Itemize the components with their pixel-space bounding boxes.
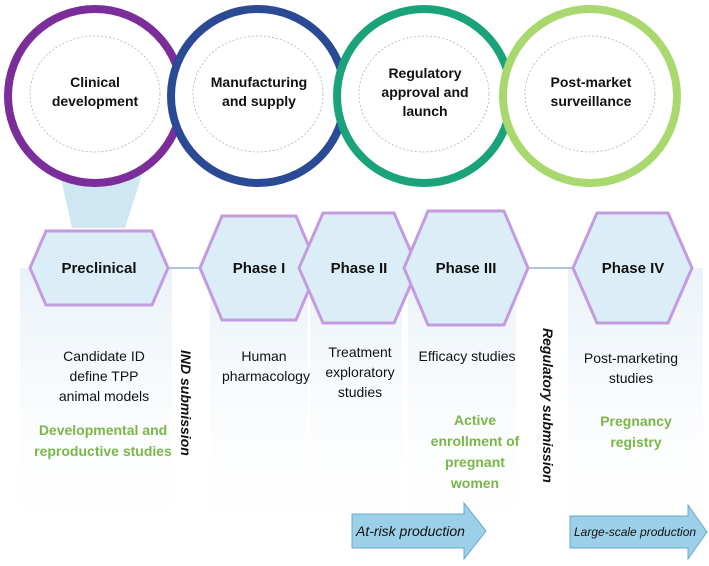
arrow-label-large-scale: Large-scale production [574,525,697,539]
desc-preclinical: Candidate ID define TPP animal models [58,348,150,404]
hex-phase2 [297,211,420,325]
circle-label-manufacturing: Manufacturing and supply [210,74,308,109]
circle-post-market [499,5,681,187]
desc-phase4: Post-marketing studies [583,350,679,386]
highlight-phase3: Active enrollment of pregnant women [430,412,520,491]
arrow-label-at-risk: At-risk production [356,523,465,539]
desc-phase3: Efficacy studies [418,348,516,364]
column-preclinical [20,268,172,558]
phase-label-phase2: Phase II [330,259,388,277]
circle-label-post-market: Post-market surveillance [550,74,632,109]
hex-phase1 [198,214,320,322]
hex-phase4 [571,211,694,325]
circle-label-regulatory: Regulatory approval and launch [381,64,469,119]
circle-clinical-development [4,5,186,187]
highlight-preclinical: Developmental and reproductive studies [34,422,172,459]
phase-label-phase1: Phase I [232,259,286,277]
circle-label-clinical-development: Clinical development [51,74,139,109]
hex-preclinical [28,229,170,307]
milestone-ind-submission: IND submission [178,350,194,456]
highlight-phase4: Pregnancy registry [600,413,672,450]
milestone-regulatory-submission: Regulatory submission [540,328,556,483]
desc-phase2: Treatment exploratory studies [325,344,395,400]
hex-phase3 [402,209,530,327]
phase-label-phase3: Phase III [435,259,497,277]
phase-label-phase4: Phase IV [601,259,665,277]
desc-phase1: Human pharmacology [222,348,310,384]
phase-label-preclinical: Preclinical [61,259,137,277]
arrow-large-scale [569,503,708,561]
arrow-at-risk [351,501,487,561]
